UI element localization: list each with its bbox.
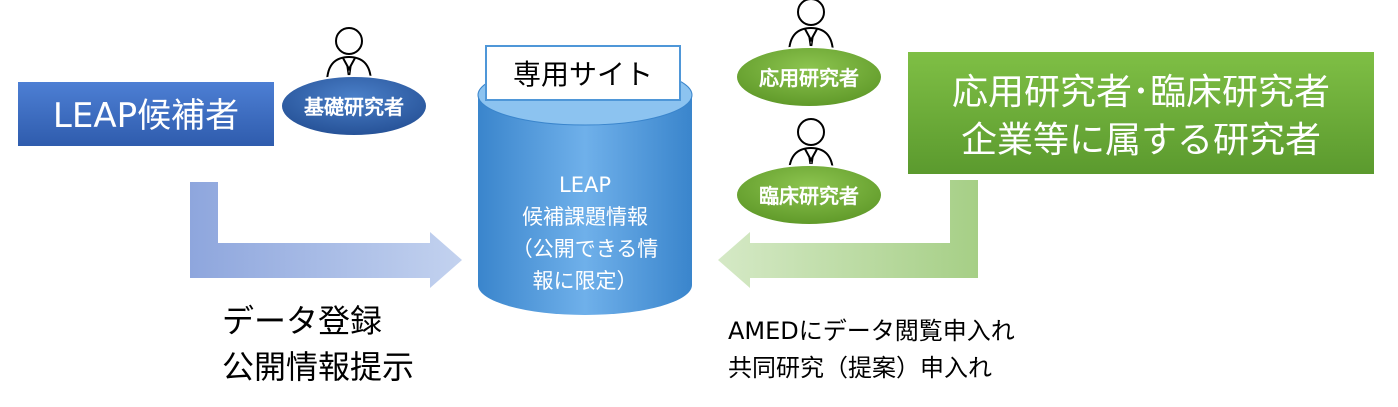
site-line-1: LEAP [559,173,611,197]
site-line-4: 報に限定） [533,269,638,293]
left-caption-2: 公開情報提示 [222,348,414,386]
right-caption-2: 共同研究（提案）申入れ [728,354,992,382]
basic-researcher-oval [280,75,428,137]
applied-researcher-oval [735,46,883,108]
clinical-researcher-oval [735,164,883,226]
site-line-3: （公開できる情 [512,237,659,261]
right-caption-1: AMEDにデータ閲覧申入れ [728,317,1015,345]
flow-arrow-left [190,182,462,288]
left-caption-1: データ登録 [222,302,382,340]
clinical-researcher-label: 臨床研究者 [759,184,859,208]
applied-clinical-box [908,52,1374,174]
site-line-2: 候補課題情報 [522,205,648,229]
basic-researcher-person-icon [326,27,372,84]
basic-researcher-label: 基礎研究者 [304,95,404,119]
leap-candidate-box [18,82,274,146]
flow-arrow-right [718,180,978,288]
applied-clinical-line1: 応用研究者･臨床研究者 [952,72,1330,113]
site-title-box [485,45,681,101]
applied-researcher-person-icon [788,0,834,55]
applied-researcher-label: 応用研究者 [759,66,859,90]
applied-clinical-line2: 企業等に属する研究者 [961,120,1321,161]
leap-candidate-label: LEAP候補者 [53,96,239,136]
site-title: 専用サイト [513,58,653,91]
